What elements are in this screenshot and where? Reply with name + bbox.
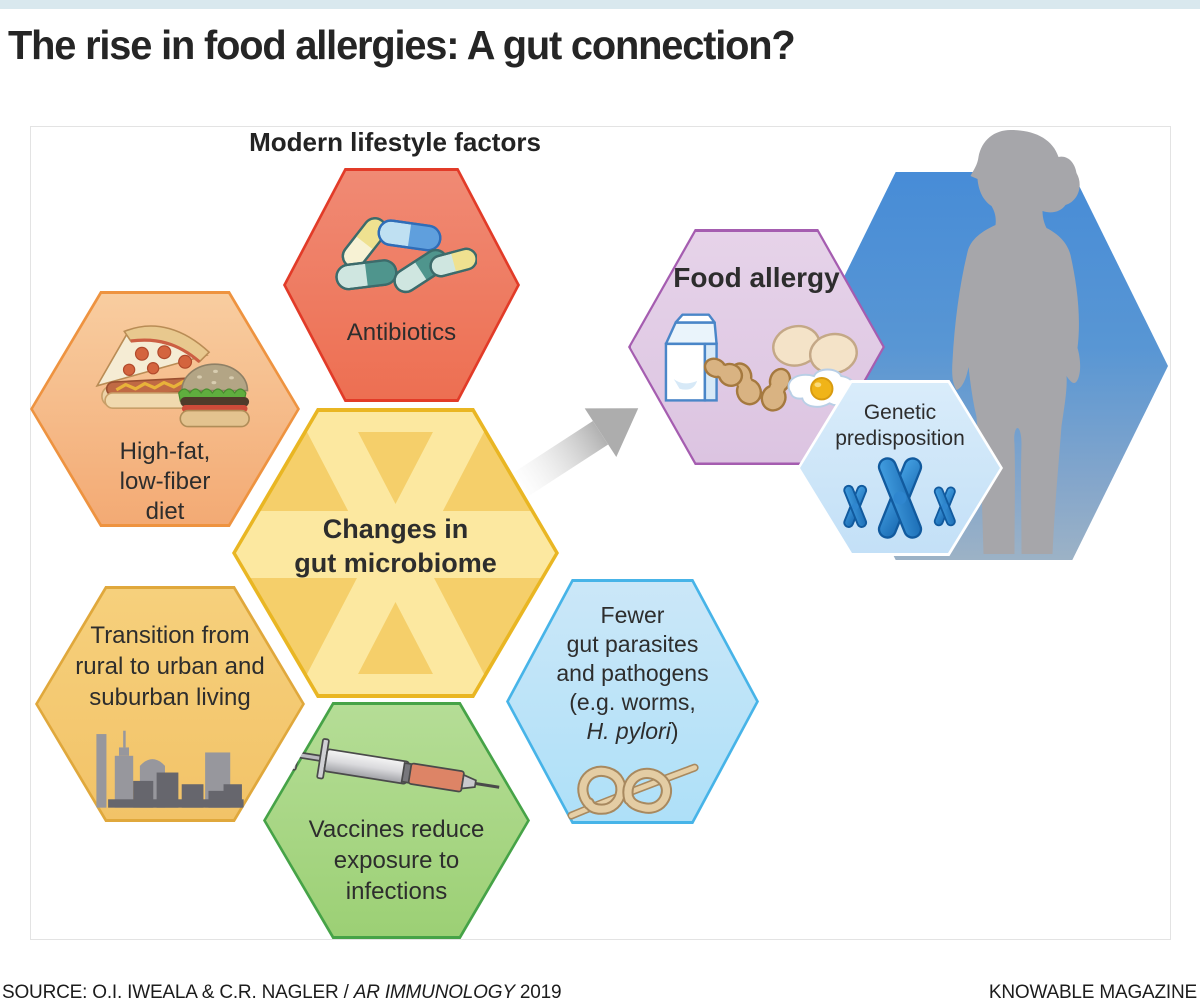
worm-icon — [566, 763, 699, 820]
high-fat-label-line1: High-fat, — [119, 438, 211, 465]
chromosomes-icon — [843, 457, 956, 539]
microbiome-label-line1: Changes in — [322, 514, 469, 544]
arrow-right-icon — [512, 408, 639, 497]
vaccines-label-line1: Vaccines reduce — [308, 816, 485, 843]
source-journal: AR IMMUNOLOGY — [353, 982, 515, 1003]
source-credit: SOURCE: O.I. IWEALA & C.R. NAGLER / AR I… — [2, 982, 562, 1004]
city-skyline-icon — [96, 730, 244, 808]
transition-label-line2: rural to urban and — [75, 653, 265, 680]
parasites-label-paren: ) — [670, 718, 679, 744]
page-title: The rise in food allergies: A gut connec… — [8, 22, 796, 68]
top-accent-bar — [0, 0, 1200, 9]
parasites-label-hpylori: H. pylori — [586, 718, 671, 744]
genetic-label-line2: predisposition — [835, 427, 965, 450]
vaccines-label-line2: exposure to — [333, 847, 460, 874]
parasites-label-line1: Fewer — [600, 602, 665, 628]
pills-icon — [334, 217, 477, 294]
antibiotics-label: Antibiotics — [346, 319, 457, 346]
parasites-label-line3: and pathogens — [556, 660, 709, 686]
transition-label-line3: suburban living — [89, 684, 251, 711]
parasites-label-line5: H. pylori) — [556, 717, 708, 746]
transition-label-line1: Transition from — [90, 622, 250, 649]
fast-food-icon — [94, 325, 250, 428]
parasites-label-line4: (e.g. worms, — [569, 689, 696, 715]
genetic-predisposition-hexagon: Genetic predisposition — [797, 380, 1003, 556]
parasites-label-line2: gut parasites — [566, 631, 699, 657]
source-prefix: SOURCE: O.I. IWEALA & C.R. NAGLER / — [2, 982, 354, 1003]
source-year: 2019 — [514, 982, 562, 1003]
milk-peanut-egg-icon — [664, 313, 858, 412]
publisher-credit: KNOWABLE MAGAZINE — [988, 982, 1197, 1003]
microbiome-label-line2: gut microbiome — [294, 548, 497, 578]
high-fat-label-line3: diet — [145, 498, 185, 525]
food-allergy-label: Food allergy — [673, 262, 840, 293]
genetic-label-line1: Genetic — [863, 401, 937, 424]
high-fat-label-line2: low-fiber — [119, 468, 211, 495]
diagram-heading: Modern lifestyle factors — [249, 127, 541, 157]
high-fat-diet-hexagon: High-fat, low-fiber diet — [30, 291, 300, 527]
vaccines-label-line3: infections — [345, 878, 448, 905]
syringe-icon — [289, 738, 500, 793]
